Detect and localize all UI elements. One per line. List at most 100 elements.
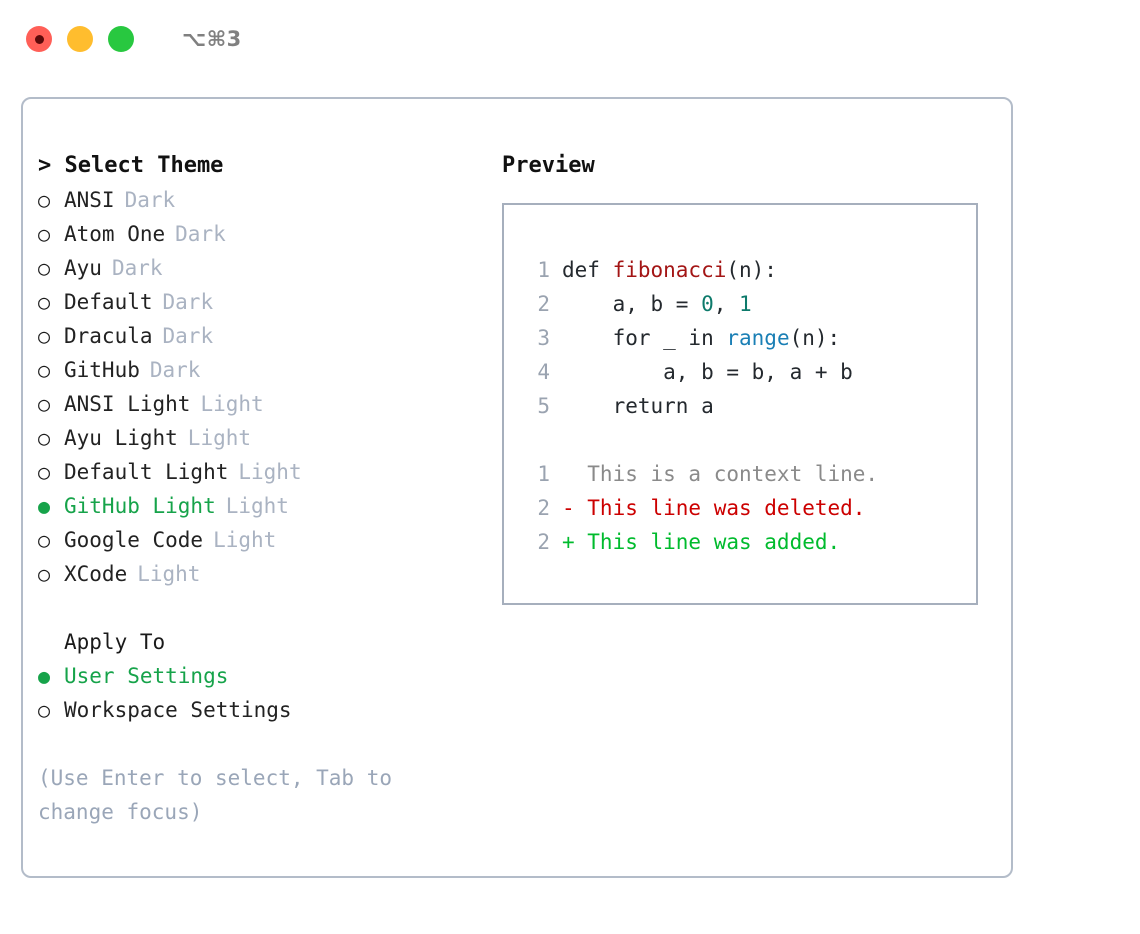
code-token-num: 1 xyxy=(739,292,752,316)
theme-variant-label: Light xyxy=(187,426,252,450)
maximize-button[interactable] xyxy=(108,26,134,52)
code-line-content: for _ in range(n): xyxy=(562,321,841,355)
radio-unselected-icon: ○ xyxy=(38,358,51,382)
keyboard-hint-text: (Use Enter to select, Tab to change focu… xyxy=(38,766,405,824)
minimize-button[interactable] xyxy=(67,26,93,52)
theme-item-ansi-light[interactable]: ○ ANSI Light Light xyxy=(38,387,468,421)
code-line-content: a, b = 0, 1 xyxy=(562,287,752,321)
apply-to-option-workspace-settings[interactable]: ○ Workspace Settings xyxy=(38,693,468,727)
keyboard-shortcut-label: ⌥⌘3 xyxy=(182,27,242,51)
theme-item-xcode[interactable]: ○ XCode Light xyxy=(38,557,468,591)
apply-to-heading: ○ Apply To xyxy=(38,625,468,659)
code-token-plain: , xyxy=(713,292,740,316)
diff-line-content: - This line was deleted. xyxy=(562,496,866,520)
theme-variant-label: Dark xyxy=(149,358,201,382)
theme-item-github[interactable]: ○ GitHub Dark xyxy=(38,353,468,387)
code-token-plain: a, b = b, a + b xyxy=(562,360,853,384)
diff-line-del: 2 - This line was deleted. xyxy=(522,491,976,525)
theme-item-default[interactable]: ○ Default Dark xyxy=(38,285,468,319)
diff-line-ctx: 1 This is a context line. xyxy=(522,457,976,491)
diff-line-add: 2 + This line was added. xyxy=(522,525,976,559)
theme-variant-label: Dark xyxy=(162,290,214,314)
code-token-fn: fibonacci xyxy=(612,258,727,282)
code-token-plain: a, b = xyxy=(562,292,702,316)
code-diff-separator xyxy=(522,423,976,457)
radio-unselected-icon: ○ xyxy=(38,290,51,314)
diff-line-content: + This line was added. xyxy=(562,530,841,554)
theme-name: Dracula xyxy=(64,324,153,348)
radio-selected-icon: ● xyxy=(38,664,51,688)
theme-name: Default xyxy=(64,290,153,314)
code-line: 5 return a xyxy=(522,389,976,423)
theme-item-dracula[interactable]: ○ Dracula Dark xyxy=(38,319,468,353)
diff-line-content: This is a context line. xyxy=(562,462,879,486)
theme-variant-label: Light xyxy=(213,528,277,552)
theme-item-ayu[interactable]: ○ Ayu Dark xyxy=(38,251,468,285)
theme-variant-label: Dark xyxy=(111,256,163,280)
line-number: 1 xyxy=(537,462,550,486)
line-number: 4 xyxy=(537,360,550,384)
code-token-plain: (n): xyxy=(789,326,841,350)
apply-to-section: ○ Apply To ●User Settings○Workspace Sett… xyxy=(38,625,468,727)
line-number: 5 xyxy=(537,394,550,418)
theme-name: GitHub Light xyxy=(64,494,216,518)
line-number: 2 xyxy=(537,530,550,554)
radio-unselected-icon: ○ xyxy=(38,698,51,722)
apply-to-option-user-settings[interactable]: ● User Settings xyxy=(38,659,468,693)
code-line-content: a, b = b, a + b xyxy=(562,355,853,389)
radio-unselected-icon: ○ xyxy=(38,460,51,484)
theme-variant-label: Dark xyxy=(124,188,176,212)
diff-sample: 1 This is a context line. 2 - This line wa… xyxy=(522,457,976,559)
theme-name: Ayu xyxy=(64,256,102,280)
radio-unselected-icon: ○ xyxy=(38,222,51,246)
radio-unselected-icon: ○ xyxy=(38,528,51,552)
theme-variant-label: Light xyxy=(238,460,302,484)
radio-unselected-icon: ○ xyxy=(38,392,51,416)
theme-name: Google Code xyxy=(64,528,204,552)
code-line: 4 a, b = b, a + b xyxy=(522,355,976,389)
apply-to-option-label: Workspace Settings xyxy=(64,698,292,722)
theme-name: GitHub xyxy=(64,358,140,382)
theme-variant-label: Light xyxy=(137,562,201,586)
code-token-plain: (n): xyxy=(726,258,777,282)
theme-name: ANSI xyxy=(64,188,115,212)
theme-item-ansi[interactable]: ○ ANSI Dark xyxy=(38,183,468,217)
radio-unselected-icon: ○ xyxy=(38,426,51,450)
select-theme-heading: > Select Theme xyxy=(38,153,224,178)
theme-item-google-code[interactable]: ○ Google Code Light xyxy=(38,523,468,557)
radio-unselected-icon: ○ xyxy=(38,256,51,280)
theme-name: XCode xyxy=(64,562,128,586)
line-number: 1 xyxy=(537,258,550,282)
line-number: 3 xyxy=(537,326,550,350)
theme-variant-label: Dark xyxy=(175,222,226,246)
theme-variant-label: Dark xyxy=(162,324,214,348)
apply-to-option-label: User Settings xyxy=(64,664,229,688)
radio-unselected-icon: ○ xyxy=(38,562,51,586)
line-number: 2 xyxy=(537,496,550,520)
code-token-plain: for _ in xyxy=(562,326,727,350)
spacer-icon: ○ xyxy=(38,625,64,659)
line-number: 2 xyxy=(537,292,550,316)
apply-to-list[interactable]: ● User Settings ○ Workspace Settings xyxy=(38,659,468,727)
close-button[interactable] xyxy=(26,26,52,52)
code-token-plain: return a xyxy=(562,394,714,418)
radio-unselected-icon: ○ xyxy=(38,324,51,348)
theme-variant-label: Light xyxy=(200,392,264,416)
apply-to-label: Apply To xyxy=(64,630,166,654)
preview-heading: Preview xyxy=(502,153,595,178)
radio-unselected-icon: ○ xyxy=(38,188,51,212)
theme-name: ANSI Light xyxy=(64,392,191,416)
